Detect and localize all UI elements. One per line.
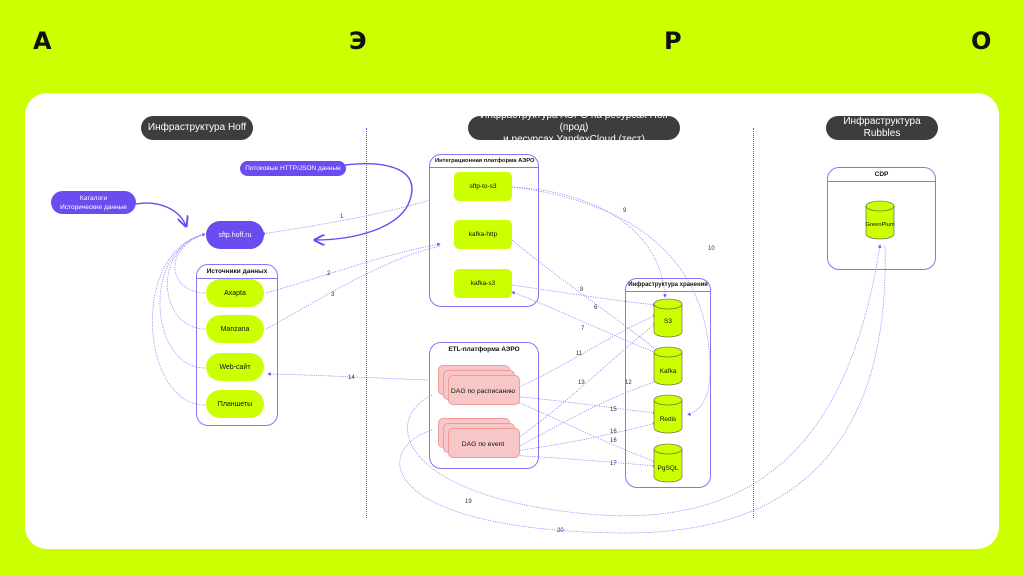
link-13 [507,322,657,446]
loop-manzana [167,233,206,330]
header-aero: Инфраструктура АЭРО на ресурсах Hoff (пр… [468,110,680,145]
db-redis-label: Redis [659,416,677,423]
header-aero-line2: и ресурсах YandexCloud (тест) [503,134,645,145]
link-num-19: 19 [465,499,472,505]
link-8 [511,284,657,307]
link-10 [511,186,711,416]
link-19 [407,244,882,517]
db-pgsql-label: PgSQL [657,465,679,472]
db-kafka: Kafka [653,346,683,386]
link-1 [261,199,431,236]
divider-left [366,128,367,518]
cylinder-icon [653,346,683,386]
link-14 [267,372,431,381]
note-catalogs-line1: Каталоги [79,194,108,202]
link-num-11: 11 [576,351,583,357]
arrow-streaming [315,163,413,240]
cylinder-icon [653,394,683,434]
service-kafka-http: kafka-http [454,220,512,249]
link-num-16a: 16 [610,429,617,435]
header-hoff: Инфраструктура Hoff [141,116,253,140]
brand-letter-r: Р [664,27,682,55]
brand-letter-a: А [33,27,52,55]
db-kafka-label: Kafka [659,368,677,375]
integration-group: Интеграционная платформа АЭРО [429,154,539,307]
note-catalogs-line2: Исторические данные [60,203,127,211]
dag-schedule: DAG по расписанию [438,365,520,405]
source-axapta: Axapta [206,279,264,307]
db-pgsql: PgSQL [653,443,683,483]
etl-group: ETL-платформа АЭРО [429,342,539,469]
link-num-20: 20 [557,528,564,534]
sources-group: Источники данных [196,264,278,426]
brand-letter-e: Э [349,27,367,55]
link-num-16b: 16 [610,438,617,444]
link-num-15: 15 [610,407,617,413]
brand-letter-o: О [971,27,992,55]
link-20 [399,244,886,534]
link-num-8: 8 [580,287,584,293]
sftp-hoff-node: sftp.hoff.ru [206,221,264,249]
header-aero-line1: Инфраструктура АЭРО на ресурсах Hoff (пр… [480,110,668,133]
integration-title: Интеграционная платформа АЭРО [430,155,538,168]
divider-right [753,128,754,518]
link-3 [265,245,441,330]
note-streaming: Потоковые HTTP/JSON данные [240,161,346,176]
link-16a [507,422,657,453]
source-website: Web-сайт [206,353,264,381]
db-s3-label: S3 [664,318,672,325]
dag-event: DAG по event [438,418,520,458]
link-16b [507,397,657,463]
link-11 [507,314,657,393]
link-num-1: 1 [340,214,344,220]
db-greenplum-label: GreenPlum [865,222,895,228]
arrow-catalogs [135,202,186,226]
link-num-12: 12 [625,380,632,386]
link-num-10: 10 [708,246,715,252]
service-sftp-to-s3: sftp-to-s3 [454,172,512,201]
link-17 [507,454,657,468]
link-num-2: 2 [327,271,331,277]
cylinder-icon [653,298,683,338]
link-num-13: 13 [578,380,585,386]
db-s3: S3 [653,298,683,338]
link-num-14: 14 [348,375,355,381]
dag-event-label: DAG по event [461,440,505,448]
dag-schedule-label: DAG по расписанию [450,387,516,395]
cylinder-icon [653,443,683,483]
link-2 [265,242,441,294]
loop-axapta [174,233,206,294]
cdp-group: CDP [827,167,936,270]
db-greenplum: GreenPlum [865,200,895,240]
db-redis: Redis [653,394,683,434]
storage-title: Инфраструктура хранения [626,279,710,292]
etl-title: ETL-платформа АЭРО [448,346,520,353]
loop-web [159,233,206,369]
cylinder-icon [865,200,895,240]
link-num-17: 17 [610,461,617,467]
link-num-9: 9 [623,208,627,214]
cdp-title: CDP [828,168,935,182]
header-rubbles: Инфраструктура Rubbles [826,116,938,140]
link-num-7: 7 [581,326,585,332]
link-6 [511,239,661,354]
source-tablets: Планшеты [206,390,264,418]
storage-group: Инфраструктура хранения [625,278,711,488]
link-15 [507,395,657,415]
link-num-6: 6 [594,305,598,311]
sources-title: Источники данных [197,265,277,279]
note-catalogs: Каталоги Исторические данные [51,191,136,214]
link-num-3: 3 [331,292,335,298]
source-manzana: Manzana [206,315,264,343]
service-kafka-s3: kafka-s3 [454,269,512,298]
